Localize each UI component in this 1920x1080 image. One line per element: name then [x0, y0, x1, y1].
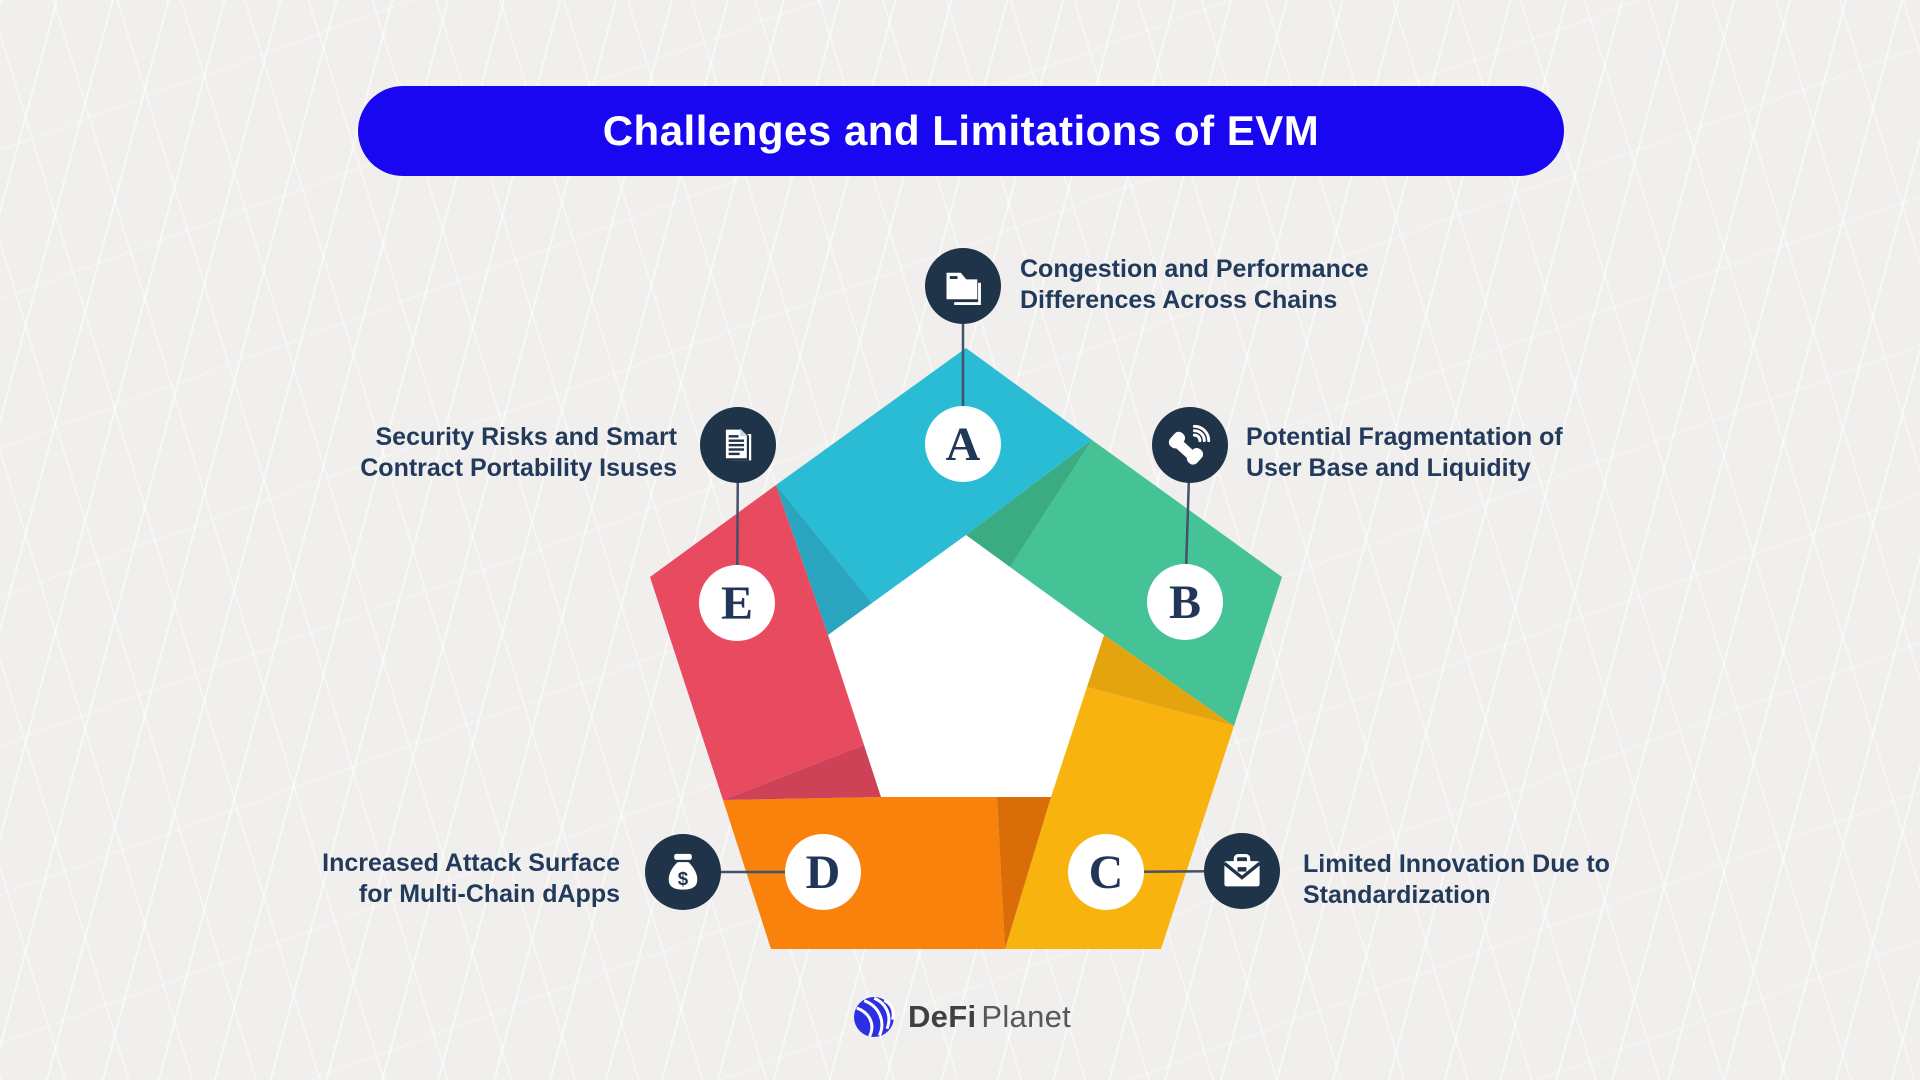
node-circle-e: E [699, 565, 775, 641]
node-circle-b: B [1147, 564, 1223, 640]
label-e-line2: Contract Portability Isuses [360, 454, 677, 482]
node-circle-d: D [785, 834, 861, 910]
page-title: Challenges and Limitations of EVM [602, 107, 1320, 154]
brand-name-light: Planet [981, 999, 1072, 1034]
icon-badge-d: $ [645, 834, 721, 910]
pentagon-segment-c [1005, 687, 1234, 949]
label-a-line1: Congestion and Performance [1020, 255, 1369, 283]
label-b-line1: Potential Fragmentation of [1246, 423, 1563, 451]
title-banner: Challenges and Limitations of EVM [358, 86, 1564, 176]
label-c-line1: Limited Innovation Due to [1303, 850, 1610, 878]
node-letter-b: B [1168, 575, 1201, 629]
label-d-line1: Increased Attack Surface [322, 849, 620, 877]
phone-signal-icon [1168, 424, 1211, 465]
pentagon-segment-e [650, 485, 864, 800]
documents-icon [723, 427, 752, 461]
label-b-line2: User Base and Liquidity [1246, 454, 1531, 482]
pentagon-fold-c [1087, 635, 1234, 726]
label-c-line2: Standardization [1303, 881, 1491, 909]
label-e-line1: Security Risks and Smart [375, 423, 677, 451]
label-a: Congestion and Performance Differences A… [1020, 254, 1369, 316]
node-letter-e: E [720, 576, 753, 630]
pentagon-segment-d [723, 797, 1005, 949]
label-d-line2: for Multi-Chain dApps [358, 880, 620, 908]
money-bag-icon: $ [668, 853, 698, 890]
briefcase-icon [1223, 853, 1261, 887]
icon-badge-e [700, 407, 776, 483]
brand-name-bold: DeFi [908, 999, 977, 1034]
pentagon-fold-a [776, 485, 872, 635]
pentagon-segment-b [1010, 440, 1282, 726]
folder-icon [946, 272, 981, 306]
label-a-line2: Differences Across Chains [1020, 286, 1338, 314]
node-letter-c: C [1088, 845, 1124, 899]
pentagon-fold-b [966, 440, 1092, 567]
label-c: Limited Innovation Due to Standardizatio… [1303, 849, 1610, 911]
pentagon-fold-d [997, 797, 1051, 949]
svg-text:$: $ [678, 868, 689, 889]
pentagon-fold-e [723, 745, 881, 800]
globe-icon [854, 996, 895, 1038]
pentagon-segment-a [776, 348, 1092, 603]
label-b: Potential Fragmentation of User Base and… [1246, 422, 1563, 484]
icon-badge-a [925, 248, 1001, 324]
node-circle-a: A [925, 406, 1001, 482]
label-d: Increased Attack Surface for Multi-Chain… [322, 848, 620, 910]
icon-badge-c [1204, 833, 1280, 909]
node-circle-c: C [1068, 834, 1144, 910]
node-letter-d: D [805, 845, 841, 899]
label-e: Security Risks and Smart Contract Portab… [360, 422, 677, 484]
node-letter-a: A [945, 417, 981, 471]
icon-badge-b [1152, 407, 1228, 483]
